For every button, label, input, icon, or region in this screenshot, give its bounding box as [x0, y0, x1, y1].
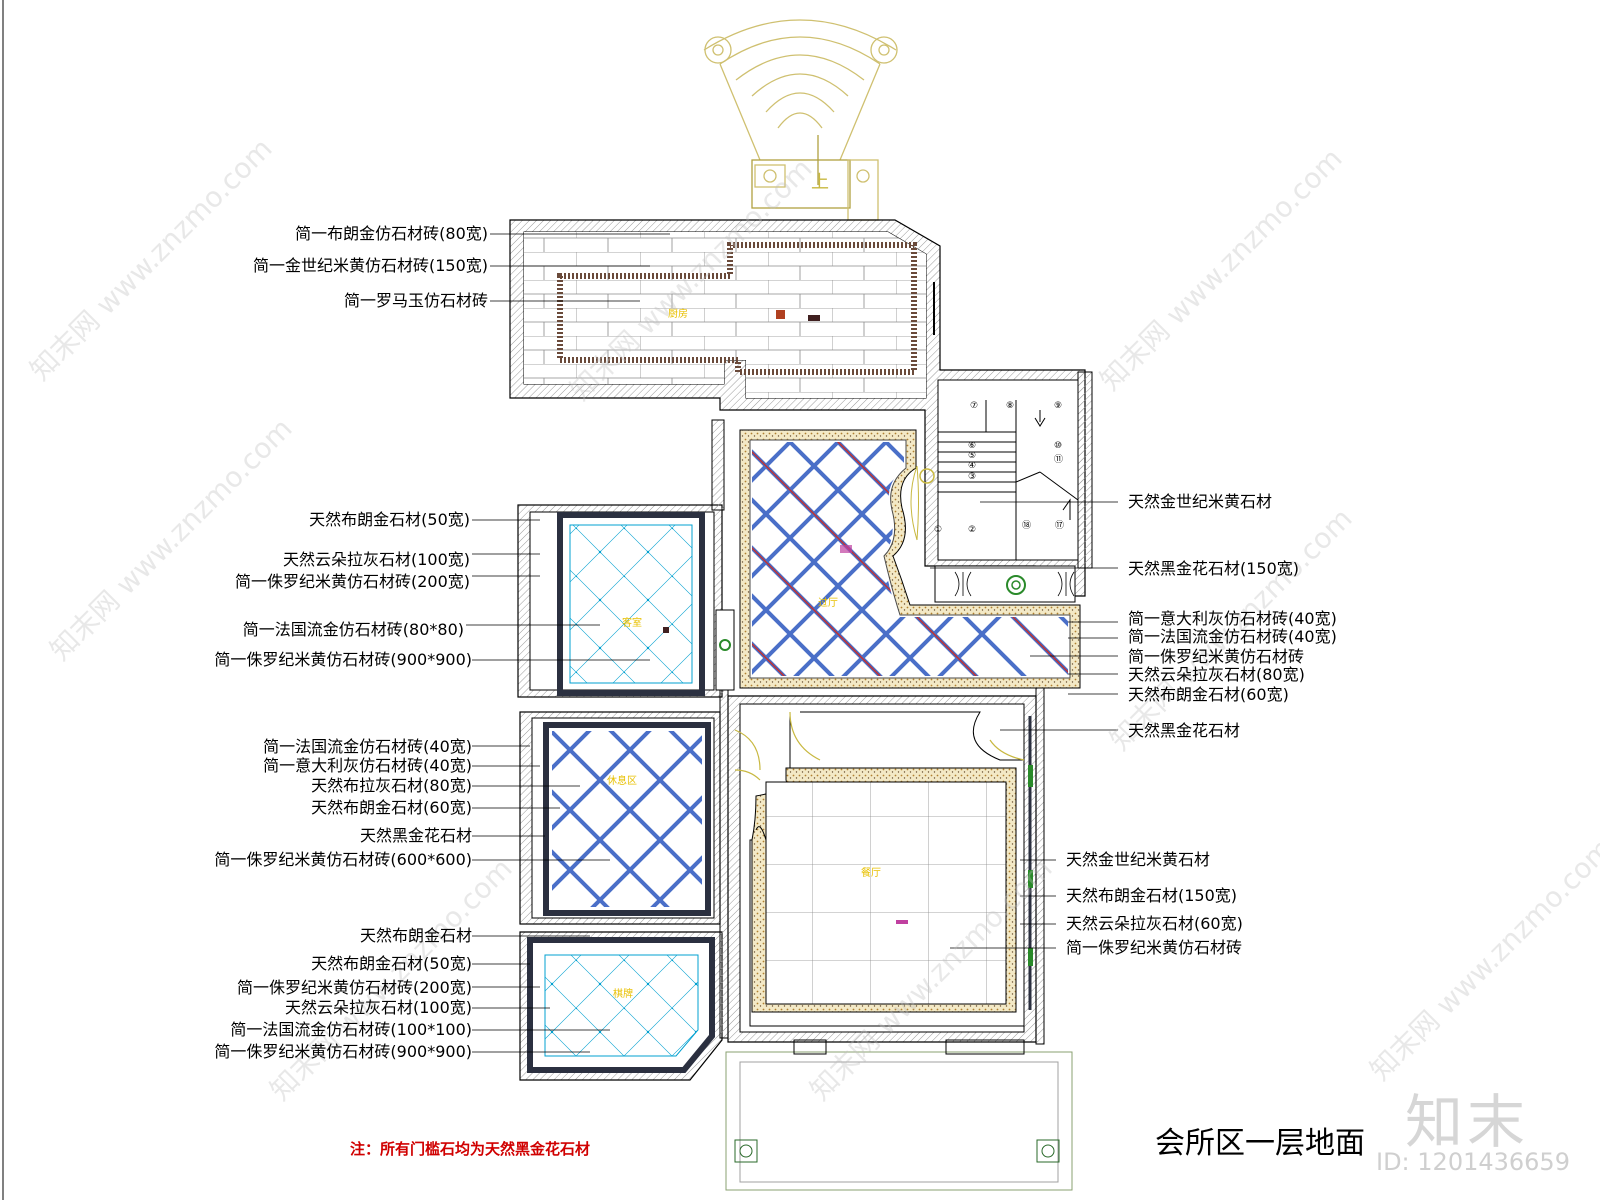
stair-step-5: ⑤	[968, 451, 976, 461]
entrance-steps	[703, 19, 898, 221]
material-label: 简一侏罗纪米黄仿石材砖(900*900)	[214, 650, 472, 669]
rest-area-label: 休息区	[607, 774, 637, 787]
material-label: 简一金世纪米黄仿石材砖(150宽)	[252, 256, 488, 275]
material-label: 简一侏罗纪米黄仿石材砖(600*600)	[214, 850, 472, 869]
material-label: 天然布朗金石材(60宽)	[311, 798, 472, 817]
material-label: 天然布朗金石材	[359, 926, 472, 945]
material-label: 简一罗马玉仿石材砖	[343, 291, 488, 310]
material-label: 天然黑金花石材	[1128, 721, 1241, 740]
living-room: 客室	[517, 504, 735, 698]
material-label: 简一布朗金仿石材砖(80宽)	[295, 224, 488, 243]
drawing-note: 注：所有门槛石均为天然黑金花石材	[350, 1140, 591, 1158]
stair-step-17: ⑰	[1055, 520, 1064, 531]
id-label: ID: 1201436659	[1376, 1148, 1570, 1176]
rest-area-room: 休息区	[519, 711, 721, 925]
stair-step-7: ⑦	[970, 401, 978, 411]
material-label: 天然云朵拉灰石材(80宽)	[1128, 665, 1305, 684]
material-label: 简一侏罗纪米黄仿石材砖	[1066, 938, 1243, 957]
left-callout-leaders	[466, 233, 670, 1053]
material-label: 天然布朗金石材(150宽)	[1066, 886, 1238, 905]
stair-step-9: ⑨	[1054, 401, 1062, 411]
material-label: 天然金世纪米黄石材	[1066, 850, 1211, 869]
material-label: 天然云朵拉灰石材(60宽)	[1066, 914, 1243, 933]
stair-step-6: ⑥	[968, 441, 976, 451]
material-label: 天然布朗金石材(50宽)	[309, 510, 470, 529]
terrace	[725, 1039, 1073, 1191]
material-label: 简一侏罗纪米黄仿石材砖(200宽)	[234, 572, 470, 591]
material-label: 简一意大利灰仿石材砖(40宽)	[263, 756, 472, 775]
card-room: 棋牌	[519, 931, 723, 1081]
material-label: 天然云朵拉灰石材(100宽)	[282, 550, 470, 569]
hall-label: 过厅	[818, 596, 838, 609]
material-label: 简一法国流金仿石材砖(80*80)	[242, 620, 464, 639]
restaurant-room: 餐厅	[727, 695, 1037, 1043]
material-label: 简一法国流金仿石材砖(40宽)	[263, 737, 472, 756]
stair-direction-mark: 上	[811, 172, 829, 193]
material-label: 天然布朗金石材(50宽)	[311, 954, 472, 973]
material-label: 天然布朗金石材(60宽)	[1128, 685, 1289, 704]
material-label: 天然金世纪米黄石材	[1128, 492, 1273, 511]
stair-step-1: ①	[934, 525, 942, 535]
material-label: 天然布拉灰石材(80宽)	[311, 776, 472, 795]
brand-logo: 知末	[1405, 1088, 1530, 1156]
material-label: 简一侏罗纪米黄仿石材砖(200宽)	[236, 978, 472, 997]
material-label: 天然云朵拉灰石材(100宽)	[284, 998, 472, 1017]
material-label: 简一侏罗纪米黄仿石材砖(900*900)	[214, 1042, 472, 1061]
stair-step-8: ⑧	[1006, 401, 1014, 411]
stair-step-11: ⑪	[1054, 454, 1063, 465]
material-label: 简一侏罗纪米黄仿石材砖	[1128, 647, 1305, 666]
right-callout-leaders	[930, 501, 1118, 949]
living-label: 客室	[622, 616, 642, 629]
material-label: 天然黑金花石材	[359, 826, 472, 845]
outer-walls	[711, 419, 1045, 1045]
stair-step-10: ⑩	[1054, 441, 1062, 451]
material-label: 简一法国流金仿石材砖(100*100)	[230, 1020, 472, 1039]
material-label: 简一意大利灰仿石材砖(40宽)	[1128, 609, 1337, 628]
stair-step-4: ④	[968, 461, 976, 471]
stairwell: ⑦ ⑧ ⑨ ⑥ ⑤ ④ ③ ⑩ ⑪ ① ② ⑱ ⑰	[934, 371, 1093, 603]
drawing-title: 会所区一层地面	[1155, 1126, 1365, 1161]
material-label: 天然黑金花石材(150宽)	[1128, 559, 1300, 578]
stair-step-18: ⑱	[1022, 520, 1031, 531]
restaurant-label: 餐厅	[861, 866, 881, 879]
card-room-label: 棋牌	[613, 987, 633, 1000]
material-label: 简一法国流金仿石材砖(40宽)	[1128, 627, 1337, 646]
stair-step-2: ②	[968, 525, 976, 535]
stair-step-3: ③	[968, 472, 976, 482]
kitchen-label: 厨房	[668, 307, 688, 320]
